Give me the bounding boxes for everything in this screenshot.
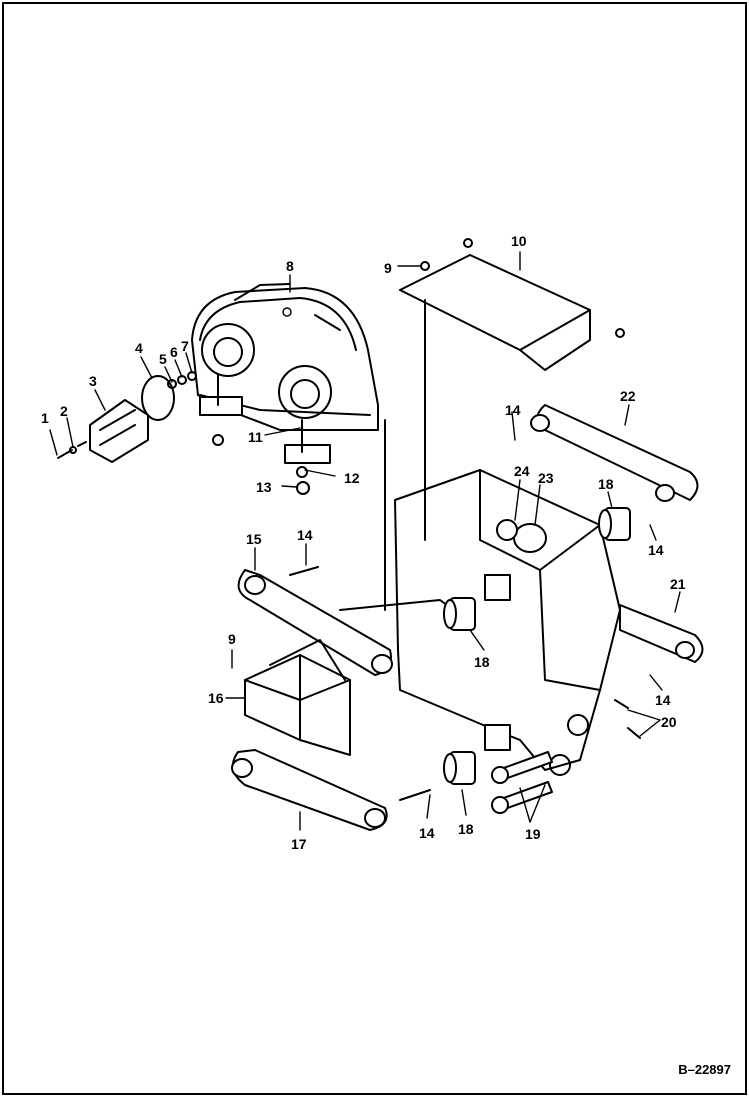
callout-14-right: 14: [648, 542, 664, 558]
right-link: [619, 604, 704, 663]
callout-9-top: 9: [384, 260, 392, 276]
callout-5: 5: [159, 351, 167, 367]
pins: [491, 751, 553, 814]
callout-12: 12: [344, 470, 360, 486]
lower-link: [231, 749, 431, 831]
callout-16: 16: [208, 690, 224, 706]
callout-22: 22: [620, 388, 636, 404]
callout-4: 4: [135, 340, 143, 356]
callout-15: 15: [246, 531, 262, 547]
callout-23: 23: [538, 470, 554, 486]
callout-6: 6: [170, 344, 178, 360]
callout-18-top: 18: [598, 476, 614, 492]
side-plate-and-pin: [496, 519, 547, 553]
callout-14-bottom: 14: [419, 825, 435, 841]
callout-20: 20: [661, 714, 677, 730]
callout-1: 1: [41, 410, 49, 426]
callout-24: 24: [514, 463, 530, 479]
callout-18-mid: 18: [474, 654, 490, 670]
callout-14-top: 14: [505, 402, 521, 418]
motor-assembly: [57, 371, 197, 463]
callout-9-lower: 9: [228, 631, 236, 647]
bushings: [443, 507, 631, 785]
pin-clips: [614, 699, 641, 739]
gearbox-mount-bolts: [212, 374, 310, 495]
main-frame: [384, 299, 621, 776]
gearbox-housing: [191, 283, 379, 464]
callout-8: 8: [286, 258, 294, 274]
callout-17: 17: [291, 836, 307, 852]
callout-3: 3: [89, 373, 97, 389]
callout-13: 13: [256, 479, 272, 495]
upper-right-link: [530, 404, 699, 502]
callout-21: 21: [670, 576, 686, 592]
callout-18-bottom: 18: [458, 821, 474, 837]
leader-lines: [49, 251, 681, 831]
callout-11: 11: [248, 429, 263, 445]
cover-plate: [399, 238, 625, 371]
guard: [244, 639, 351, 756]
callout-14-left: 14: [297, 527, 313, 543]
callout-7: 7: [181, 338, 189, 354]
callout-2: 2: [60, 403, 68, 419]
drawing-number: B–22897: [678, 1062, 731, 1077]
callout-10: 10: [511, 233, 527, 249]
callout-14-lower-right: 14: [655, 692, 671, 708]
callout-19: 19: [525, 826, 541, 842]
